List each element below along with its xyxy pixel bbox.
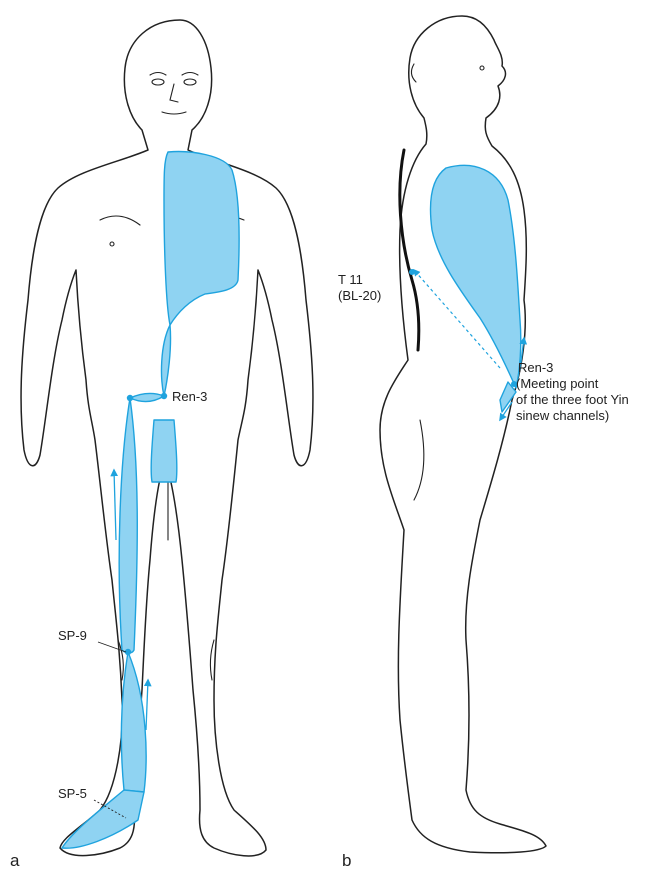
label-ren3-front: Ren-3 [172,389,207,404]
label-sp5: SP-5 [58,786,87,801]
front-arrow-shin [146,680,148,730]
panel-b-side-figure: T 11 (BL-20) Ren-3 (Meeting point of the… [338,16,632,870]
label-ren3-side: Ren-3 (Meeting point of the three foot Y… [516,360,632,423]
side-body-outline [380,16,546,853]
front-genital-region [151,420,177,482]
panel-a-front-figure: Ren-3 SP-9 SP-5 a [10,20,313,870]
label-t11: T 11 (BL-20) [338,272,381,303]
panel-label-a: a [10,851,20,870]
label-ren3-side-line3: of the three foot Yin [516,392,629,407]
point-marker-t11 [409,269,415,275]
label-t11-line1: T 11 [338,272,363,287]
label-t11-line2: (BL-20) [338,288,381,303]
label-ren3-side-line4: sinew channels) [516,408,609,423]
point-marker-groin-front [127,395,133,401]
label-ren3-side-line2: (Meeting point [516,376,599,391]
label-sp9: SP-9 [58,628,87,643]
point-marker-ren3-front [161,393,167,399]
panel-label-b: b [342,851,351,870]
label-ren3-side-line1: Ren-3 [518,360,553,375]
